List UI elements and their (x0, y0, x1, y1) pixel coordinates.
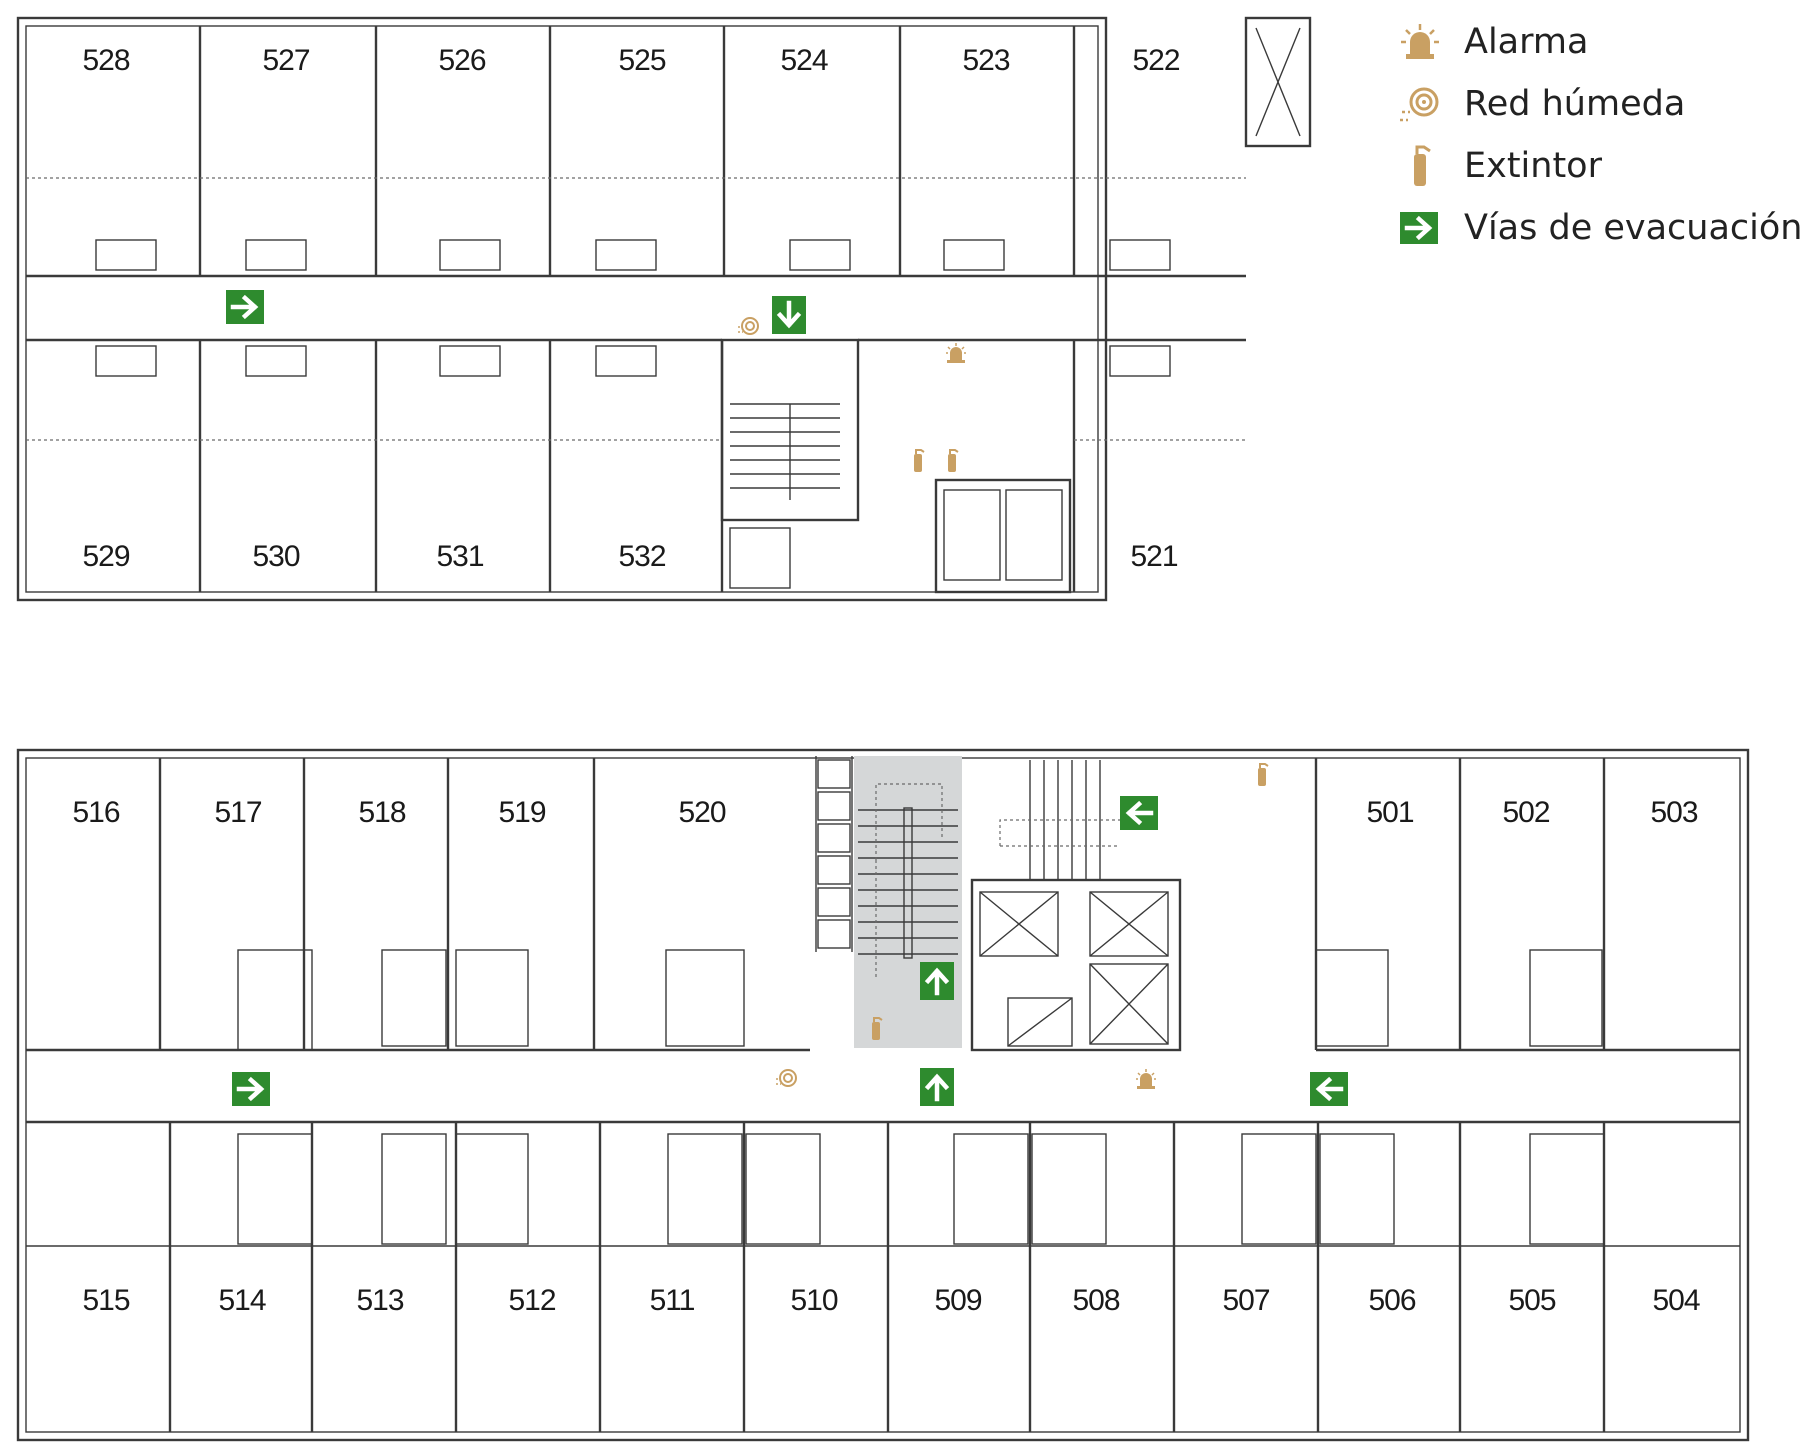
room-508: 508 (1072, 1284, 1119, 1317)
legend-label-hose: Red húmeda (1464, 84, 1686, 124)
legend-item-alarm: Alarma (1398, 14, 1798, 76)
legend-item-hose: Red húmeda (1398, 76, 1798, 138)
legend-item-evacuation: Vías de evacuación (1398, 200, 1800, 262)
room-519: 519 (498, 796, 545, 829)
evacuation-arrow-right-icon (232, 1072, 270, 1106)
room-531: 531 (436, 540, 483, 573)
upper-plan: 528 527 526 525 524 523 522 529 530 531 … (16, 16, 1312, 602)
evacuation-arrow-up-icon (920, 962, 954, 1000)
room-504: 504 (1652, 1284, 1699, 1317)
extinguisher-icon (1257, 763, 1269, 787)
room-501: 501 (1366, 796, 1413, 829)
room-524: 524 (780, 44, 827, 77)
alarm-icon (1401, 24, 1439, 59)
lower-plan: 516 517 518 519 520 501 502 503 515 514 … (16, 748, 1750, 1442)
room-523: 523 (962, 44, 1009, 77)
room-507: 507 (1222, 1284, 1269, 1317)
room-511: 511 (650, 1284, 695, 1317)
alarm-icon (1135, 1068, 1157, 1090)
room-521: 521 (1130, 540, 1177, 573)
room-530: 530 (252, 540, 299, 573)
room-522: 522 (1132, 44, 1179, 77)
room-512: 512 (508, 1284, 555, 1317)
legend-label-alarm: Alarma (1464, 22, 1589, 62)
room-518: 518 (358, 796, 405, 829)
evacuation-arrow-down-icon (772, 296, 806, 334)
room-514: 514 (218, 1284, 265, 1317)
room-529: 529 (82, 540, 129, 573)
room-525: 525 (618, 44, 665, 77)
evacuation-arrow-left-icon (1120, 796, 1158, 830)
room-510: 510 (790, 1284, 837, 1317)
room-526: 526 (438, 44, 485, 77)
room-517: 517 (214, 796, 261, 829)
room-502: 502 (1502, 796, 1549, 829)
evacuation-arrow-right-icon (226, 290, 264, 324)
evacuation-arrow-up-icon (920, 1068, 954, 1106)
room-516: 516 (72, 796, 119, 829)
extinguisher-icon (947, 449, 959, 473)
fire-hose-icon (1400, 87, 1439, 122)
legend-label-extinguisher: Extintor (1464, 146, 1602, 186)
evacuation-arrow-left-icon (1310, 1072, 1348, 1106)
room-506: 506 (1368, 1284, 1415, 1317)
extinguisher-icon (1414, 145, 1431, 186)
fire-hose-icon (775, 1069, 797, 1087)
legend-label-evacuation: Vías de evacuación (1464, 208, 1800, 248)
room-515: 515 (82, 1284, 129, 1317)
room-520: 520 (678, 796, 725, 829)
fire-hose-icon (737, 317, 759, 335)
room-513: 513 (356, 1284, 403, 1317)
room-505: 505 (1508, 1284, 1555, 1317)
legend-item-extinguisher: Extintor (1398, 138, 1798, 200)
room-509: 509 (934, 1284, 981, 1317)
room-532: 532 (618, 540, 665, 573)
evacuation-arrow-icon (1400, 212, 1438, 244)
room-503: 503 (1650, 796, 1697, 829)
alarm-icon (945, 342, 967, 364)
extinguisher-icon (913, 449, 925, 473)
room-528: 528 (82, 44, 129, 77)
room-527: 527 (262, 44, 309, 77)
legend: Alarma Red húmeda Extintor Vías de evacu… (1398, 14, 1800, 262)
